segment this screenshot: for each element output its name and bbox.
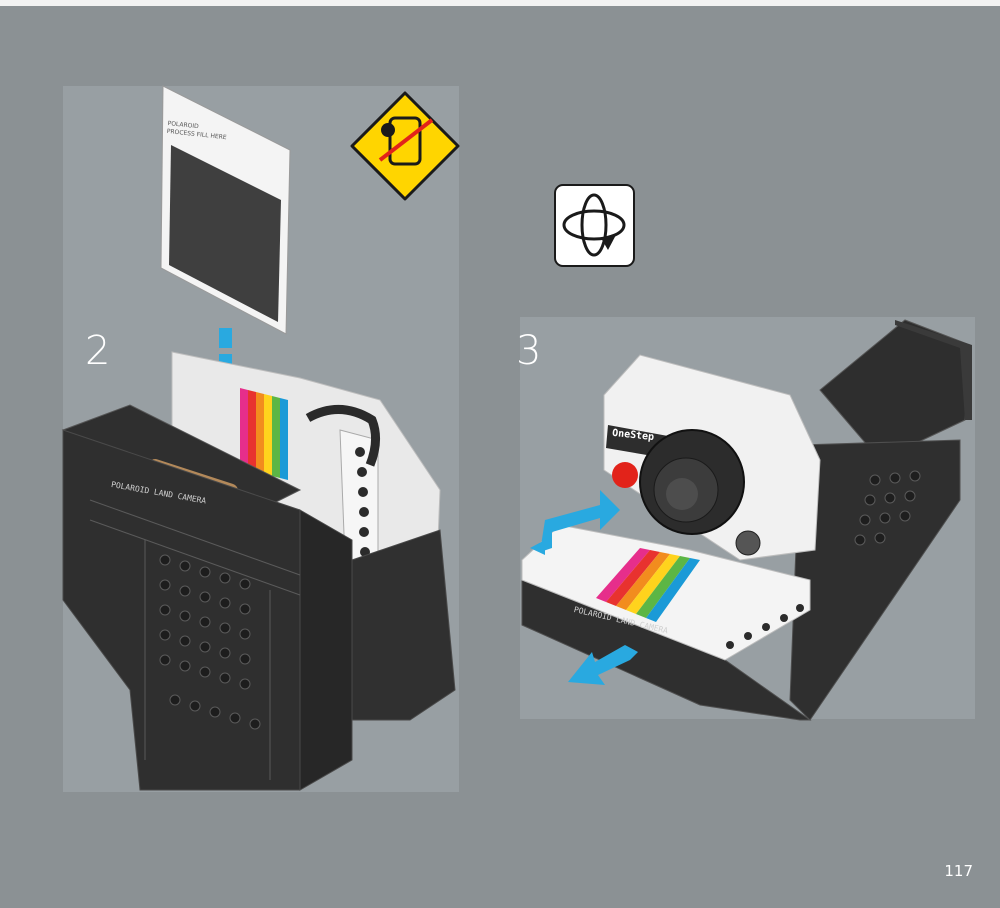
rotate-model-icon xyxy=(554,184,635,267)
camera-model-step3 xyxy=(521,319,972,721)
step-number-3: 3 xyxy=(516,328,542,374)
page-number: 117 xyxy=(944,862,973,880)
camera-model-step2 xyxy=(61,351,456,791)
step-number-2: 2 xyxy=(85,328,111,374)
no-small-parts-warning-icon xyxy=(350,91,460,201)
page-top-edge xyxy=(0,0,1000,6)
film-card xyxy=(160,85,291,335)
